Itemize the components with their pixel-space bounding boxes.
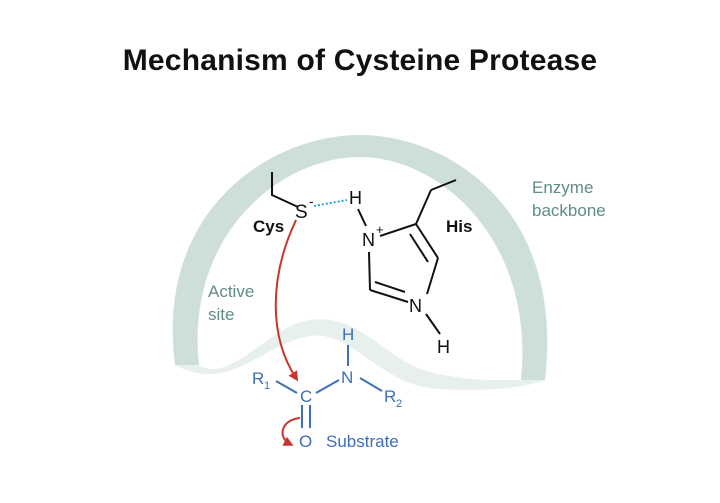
electron-shift-arrow	[281, 417, 301, 446]
amide-hydrogen-atom: H	[342, 325, 354, 344]
histidine-residue: H N + N H His	[349, 179, 472, 357]
substrate-molecule: R 1 C N H R 2 O Substrate	[252, 325, 402, 451]
c-n-bond	[315, 379, 340, 394]
his-ring-bond-left	[368, 251, 371, 291]
nucleophilic-attack-arrow	[274, 219, 299, 382]
his-ring-bond-right-inner	[409, 233, 429, 263]
r2-group: R	[384, 387, 396, 406]
n-r2-bond	[359, 377, 383, 392]
enzyme-backbone-label-line2: backbone	[532, 201, 606, 220]
his-ring-bond-lower-right	[426, 257, 439, 295]
his-ring-bond-top	[379, 223, 417, 237]
diagram-title: Mechanism of Cysteine Protease	[122, 44, 598, 77]
his-ring-bond-bottom	[369, 289, 409, 303]
ring-hydrogen-atom: H	[437, 337, 450, 357]
sulfur-atom: S	[295, 202, 308, 223]
substrate-label: Substrate	[326, 432, 399, 451]
r1-group: R	[252, 369, 264, 388]
hbond-hydrogen-atom: H	[349, 188, 362, 208]
r2-subscript: 2	[396, 398, 402, 410]
carbonyl-oxygen-atom: O	[299, 432, 312, 451]
his-ring-bond-bottom-inner	[374, 281, 406, 293]
cys-label: Cys	[253, 217, 284, 236]
his-ring-bond-right	[415, 223, 439, 259]
active-site-label-line2: site	[208, 305, 234, 324]
his-ring-nh-bond	[425, 313, 441, 335]
n-plus-atom: N	[362, 230, 375, 250]
n-plus-charge: +	[376, 222, 384, 237]
his-nh-bond	[357, 208, 367, 227]
r1-subscript: 1	[264, 380, 270, 392]
his-side-chain-bond-2	[430, 179, 457, 191]
amide-nitrogen-atom: N	[341, 368, 353, 387]
his-label: His	[446, 217, 472, 236]
n-ring-atom: N	[409, 296, 422, 316]
hydrogen-bond	[313, 199, 348, 207]
cysteine-residue: S - Cys	[253, 172, 314, 236]
enzyme-backbone-label-line1: Enzyme	[532, 178, 593, 197]
active-site-label-line1: Active	[208, 282, 254, 301]
carbonyl-carbon-atom: C	[300, 387, 312, 406]
his-side-chain-bond-1	[415, 189, 432, 225]
cys-side-chain-bond	[271, 172, 299, 208]
r1-c-bond	[275, 380, 298, 394]
sulfur-charge: -	[309, 193, 314, 209]
active-site-pocket	[175, 319, 545, 390]
